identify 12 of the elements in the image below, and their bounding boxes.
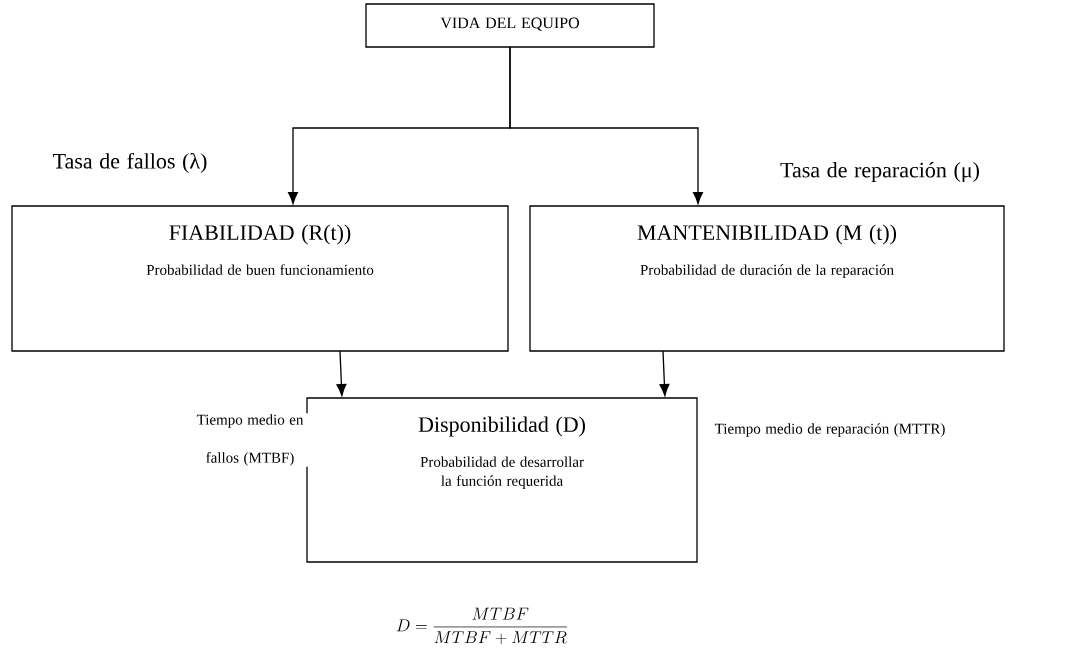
process-box: Disponibilidad (D) Probabilidad de desarrollar la función requerida: [306, 397, 698, 563]
edge-label: Tiempo medio de reparación (MTTR): [714, 423, 945, 437]
formula: $D=\frac{MTBF}{MTBF+MTTR}$: [396, 607, 567, 645]
edge-label: Tasa de reparación (μ): [780, 162, 979, 182]
arrow: [659, 350, 670, 397]
process-box: FIABILIDAD (R(t)) Probabilidad de buen funcionamiento: [11, 205, 509, 352]
arrow: [336, 350, 347, 397]
edge-label: Tiempo medio en fallos (MTBF): [196, 414, 304, 466]
arrow: [509, 46, 703, 205]
process-box: MANTENIBILIDAD (M (t)) Probabilidad de duración de la reparación: [529, 205, 1005, 352]
process-box: VIDA DEL EQUIPO: [365, 3, 655, 48]
edge-label: Tasa de fallos (λ): [53, 152, 207, 174]
